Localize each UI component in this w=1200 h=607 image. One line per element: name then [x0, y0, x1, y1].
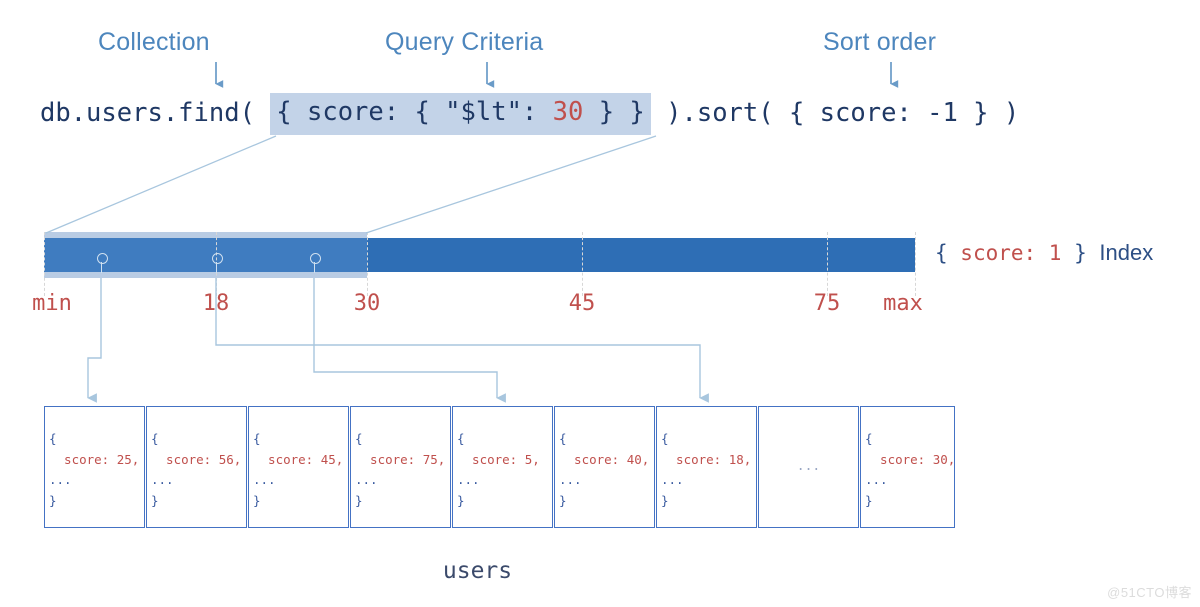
doc-brace-close: } [457, 492, 465, 508]
document-box-ellipsis: ... [758, 406, 859, 528]
query-criteria-close: } } [583, 97, 645, 128]
zoom-connector-right [365, 135, 657, 234]
doc-ellipsis: ... [865, 472, 888, 488]
doc-ellipsis: ... [49, 472, 72, 488]
index-tick-label-min: min [32, 291, 72, 316]
index-tick-45 [582, 232, 583, 296]
index-caption-field: score: 1 [960, 241, 1062, 265]
doc-score: score: 75, [355, 451, 446, 467]
annotation-label-sort-order: Sort order [823, 28, 937, 56]
query-criteria-highlight: { score: { "$lt": 30 } } [270, 93, 651, 135]
index-tick-label-45: 45 [568, 291, 596, 316]
doc-score: score: 40, [559, 451, 650, 467]
index-caption-word: Index [1099, 240, 1154, 265]
doc-brace-open: { [49, 431, 57, 446]
index-entry-stem-2 [216, 262, 217, 273]
doc-score: score: 18, [661, 451, 752, 467]
doc-ellipsis: ... [559, 472, 582, 488]
document-box: { score: 25, ... } [44, 406, 145, 528]
collection-caption: users [442, 558, 513, 584]
index-caption-brace-open: { [935, 241, 961, 265]
index-tick-label-18: 18 [202, 291, 230, 316]
index-tick-label-30: 30 [353, 291, 381, 316]
doc-brace-open: { [151, 431, 159, 446]
doc-brace-open: { [253, 431, 261, 446]
doc-brace-open: { [355, 431, 363, 446]
document-box: { score: 75, ... } [350, 406, 451, 528]
doc-ellipsis: ... [355, 472, 378, 488]
index-tick-max [915, 232, 916, 296]
index-entry-stem-3 [314, 262, 315, 273]
doc-ellipsis: ... [796, 459, 821, 475]
doc-score: score: 45, [253, 451, 344, 467]
index-to-document-connector-3 [313, 278, 506, 403]
query-sort-suffix: ).sort( { score: -1 } ) [650, 98, 1020, 129]
doc-brace-open: { [865, 431, 873, 446]
doc-score: score: 25, [49, 451, 140, 467]
query-prefix: db.users.find( [40, 98, 271, 129]
index-to-document-connector-1 [87, 278, 102, 403]
watermark: @51CTO博客 [1107, 585, 1192, 600]
annotation-label-query-criteria: Query Criteria [385, 28, 544, 56]
document-box: { score: 18, ... } [656, 406, 757, 528]
doc-brace-open: { [559, 431, 567, 446]
index-entry-marker-2 [211, 253, 223, 264]
doc-ellipsis: ... [661, 472, 684, 488]
query-code-line: db.users.find( { score: { "$lt": 30 } } … [40, 93, 1019, 135]
zoom-connector-left [45, 135, 277, 234]
annotation-label-collection: Collection [98, 28, 210, 56]
doc-score: score: 30, [865, 451, 955, 467]
doc-score: score: 5, [457, 451, 540, 467]
doc-brace-close: } [49, 492, 57, 508]
index-caption-brace-close: } [1061, 241, 1100, 265]
index-tick-min [44, 232, 45, 296]
doc-brace-close: } [559, 492, 567, 508]
index-tick-label-max: max [883, 291, 923, 316]
index-tick-30 [367, 232, 368, 296]
doc-brace-close: } [355, 492, 363, 508]
query-criteria-value: 30 [552, 97, 584, 128]
document-box: { score: 30, ... } [860, 406, 955, 528]
doc-brace-open: { [457, 431, 465, 446]
doc-brace-close: } [253, 492, 261, 508]
document-box: { score: 5, ... } [452, 406, 553, 528]
doc-score: score: 56, [151, 451, 242, 467]
index-entry-stem-1 [101, 262, 102, 273]
index-entry-marker-3 [309, 253, 321, 264]
doc-brace-close: } [865, 492, 873, 508]
doc-ellipsis: ... [151, 472, 174, 488]
document-box: { score: 40, ... } [554, 406, 655, 528]
doc-brace-close: } [151, 492, 159, 508]
index-to-document-connector-2 [215, 278, 709, 403]
index-tick-label-75: 75 [813, 291, 841, 316]
index-tick-75 [827, 232, 828, 296]
doc-brace-open: { [661, 431, 669, 446]
document-box: { score: 45, ... } [248, 406, 349, 528]
document-box: { score: 56, ... } [146, 406, 247, 528]
index-caption: { score: 1 } Index [935, 242, 1153, 264]
index-entry-marker-1 [96, 253, 108, 264]
query-criteria-open: { score: { "$lt": [276, 97, 553, 128]
doc-brace-close: } [661, 492, 669, 508]
doc-ellipsis: ... [253, 472, 276, 488]
doc-ellipsis: ... [457, 472, 480, 488]
